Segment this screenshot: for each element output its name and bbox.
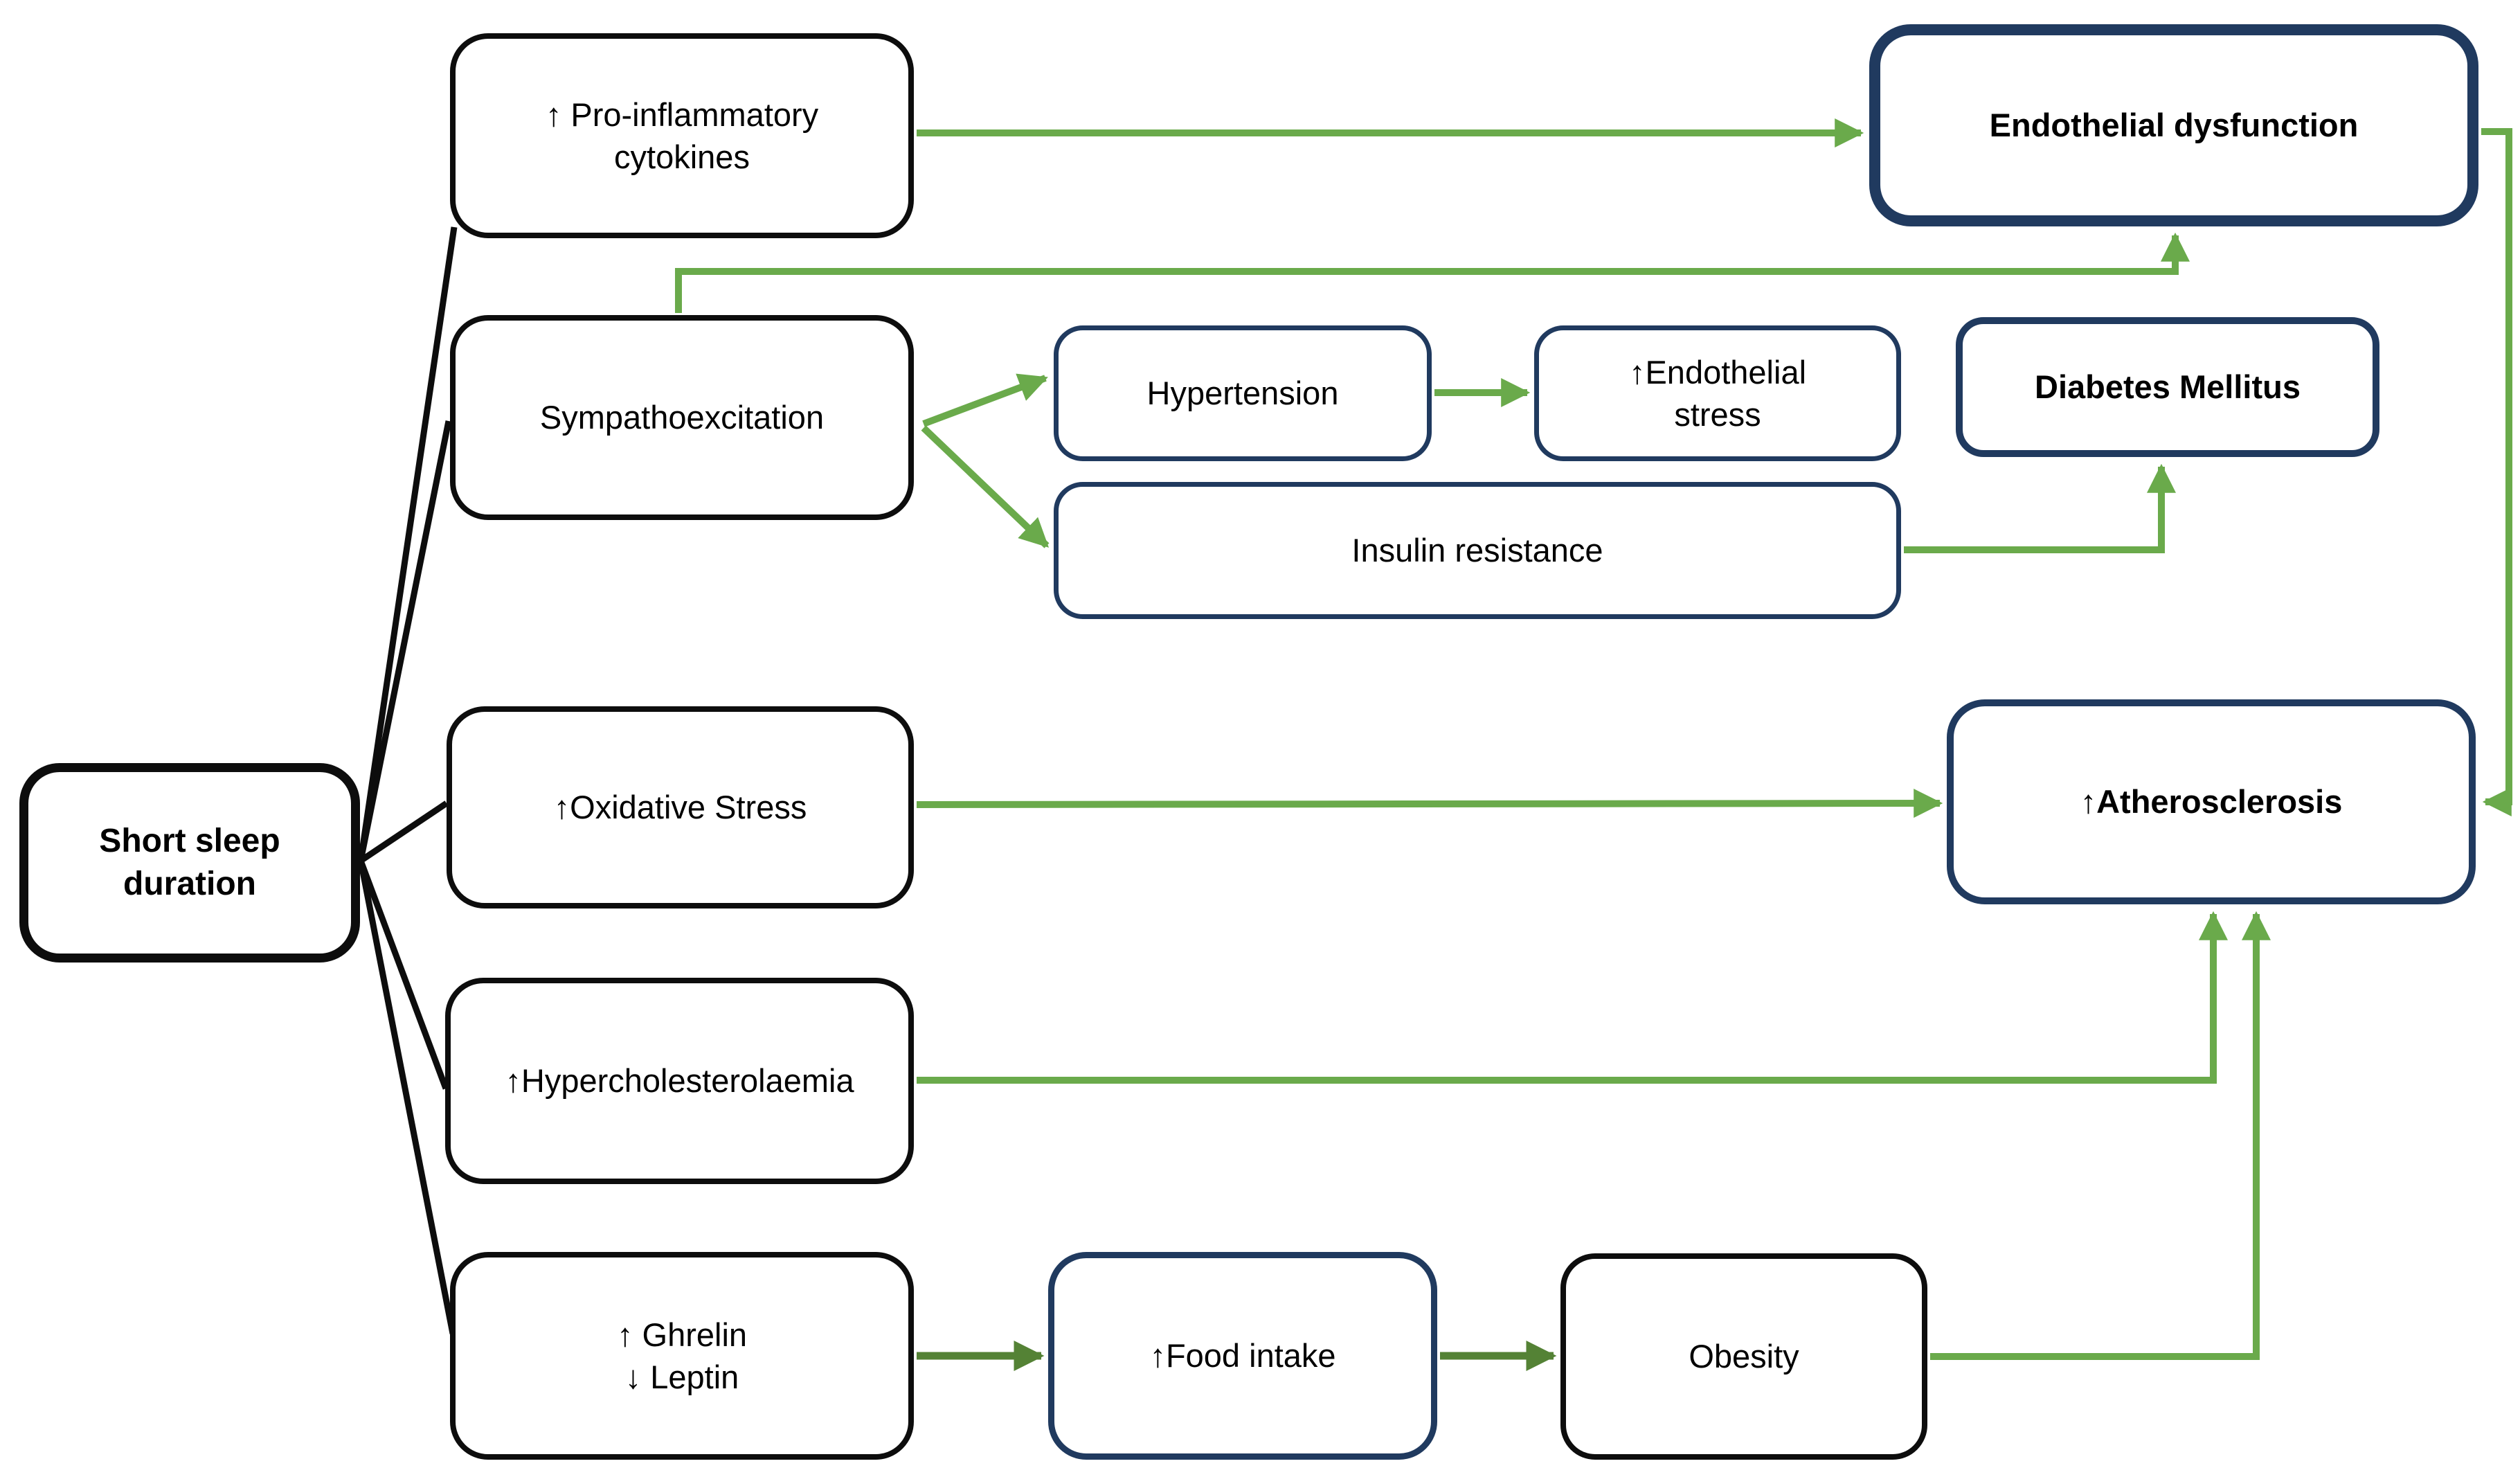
node-obesity: Obesity (1560, 1253, 1927, 1460)
node-endothelial-dysfunction: Endothelial dysfunction (1869, 24, 2478, 226)
node-insulin-resistance-label: Insulin resistance (1351, 532, 1603, 569)
node-sympathoexcitation-label: Sympathoexcitation (539, 399, 825, 436)
node-short-sleep-duration-label: Short sleep duration (99, 822, 280, 902)
node-diabetes-mellitus: Diabetes Mellitus (1956, 317, 2379, 457)
node-pro-inflammatory-cytokines: ↑ Pro-inflammatory cytokines (450, 33, 914, 238)
edge-sympathoexcitation-endothelialdysfunction (675, 232, 2190, 313)
node-hypercholesterolaemia: ↑Hypercholesterolaemia (445, 978, 914, 1184)
node-insulin-resistance: Insulin resistance (1054, 482, 1901, 619)
edge-hypercholesterolaemia-atherosclerosis (917, 911, 2228, 1084)
edge-shortsleep-ghrelinleptin (357, 860, 456, 1334)
edge-obesity-atherosclerosis (1930, 911, 2271, 1360)
edge-endothelialdysfunction-atherosclerosis (2481, 128, 2512, 816)
node-food-intake: ↑Food intake (1048, 1252, 1437, 1460)
node-short-sleep-duration: Short sleep duration (19, 763, 360, 963)
edge-insulinresistance-diabetesmellitus (1904, 463, 2176, 553)
node-ghrelin-leptin: ↑ Ghrelin ↓ Leptin (450, 1252, 914, 1460)
node-oxidative-stress-label: ↑Oxidative Stress (553, 789, 807, 826)
node-hypertension-label: Hypertension (1146, 375, 1339, 412)
node-sympathoexcitation: Sympathoexcitation (450, 315, 914, 520)
node-oxidative-stress: ↑Oxidative Stress (447, 706, 914, 908)
node-endothelial-dysfunction-label: Endothelial dysfunction (1989, 107, 2359, 144)
edge-shortsleep-oxidativestress (359, 800, 449, 863)
node-atherosclerosis-label: ↑Atherosclerosis (2080, 783, 2343, 821)
node-hypercholesterolaemia-label: ↑Hypercholesterolaemia (505, 1062, 854, 1100)
edge-oxidativestress-atherosclerosis (916, 789, 1943, 818)
edge-sympathoexcitation-insulinresistance (921, 425, 1050, 548)
node-atherosclerosis: ↑Atherosclerosis (1947, 699, 2476, 904)
edge-shortsleep-sympathoexcitation (357, 420, 452, 861)
edge-shortsleep-hypercholesterolaemia (357, 859, 449, 1090)
node-endothelial-stress: ↑Endothelial stress (1534, 325, 1901, 461)
node-food-intake-label: ↑Food intake (1149, 1337, 1336, 1375)
edge-sympathoexcitation-hypertension (922, 373, 1048, 427)
node-pro-inflammatory-cytokines-label: ↑ Pro-inflammatory cytokines (545, 96, 819, 175)
node-diabetes-mellitus-label: Diabetes Mellitus (2035, 368, 2301, 406)
node-obesity-label: Obesity (1689, 1338, 1799, 1375)
edge-shortsleep-proinflammatory (357, 226, 458, 861)
node-hypertension: Hypertension (1054, 325, 1432, 461)
node-endothelial-stress-label: ↑Endothelial stress (1628, 353, 1807, 433)
node-ghrelin-leptin-label: ↑ Ghrelin ↓ Leptin (616, 1316, 748, 1395)
